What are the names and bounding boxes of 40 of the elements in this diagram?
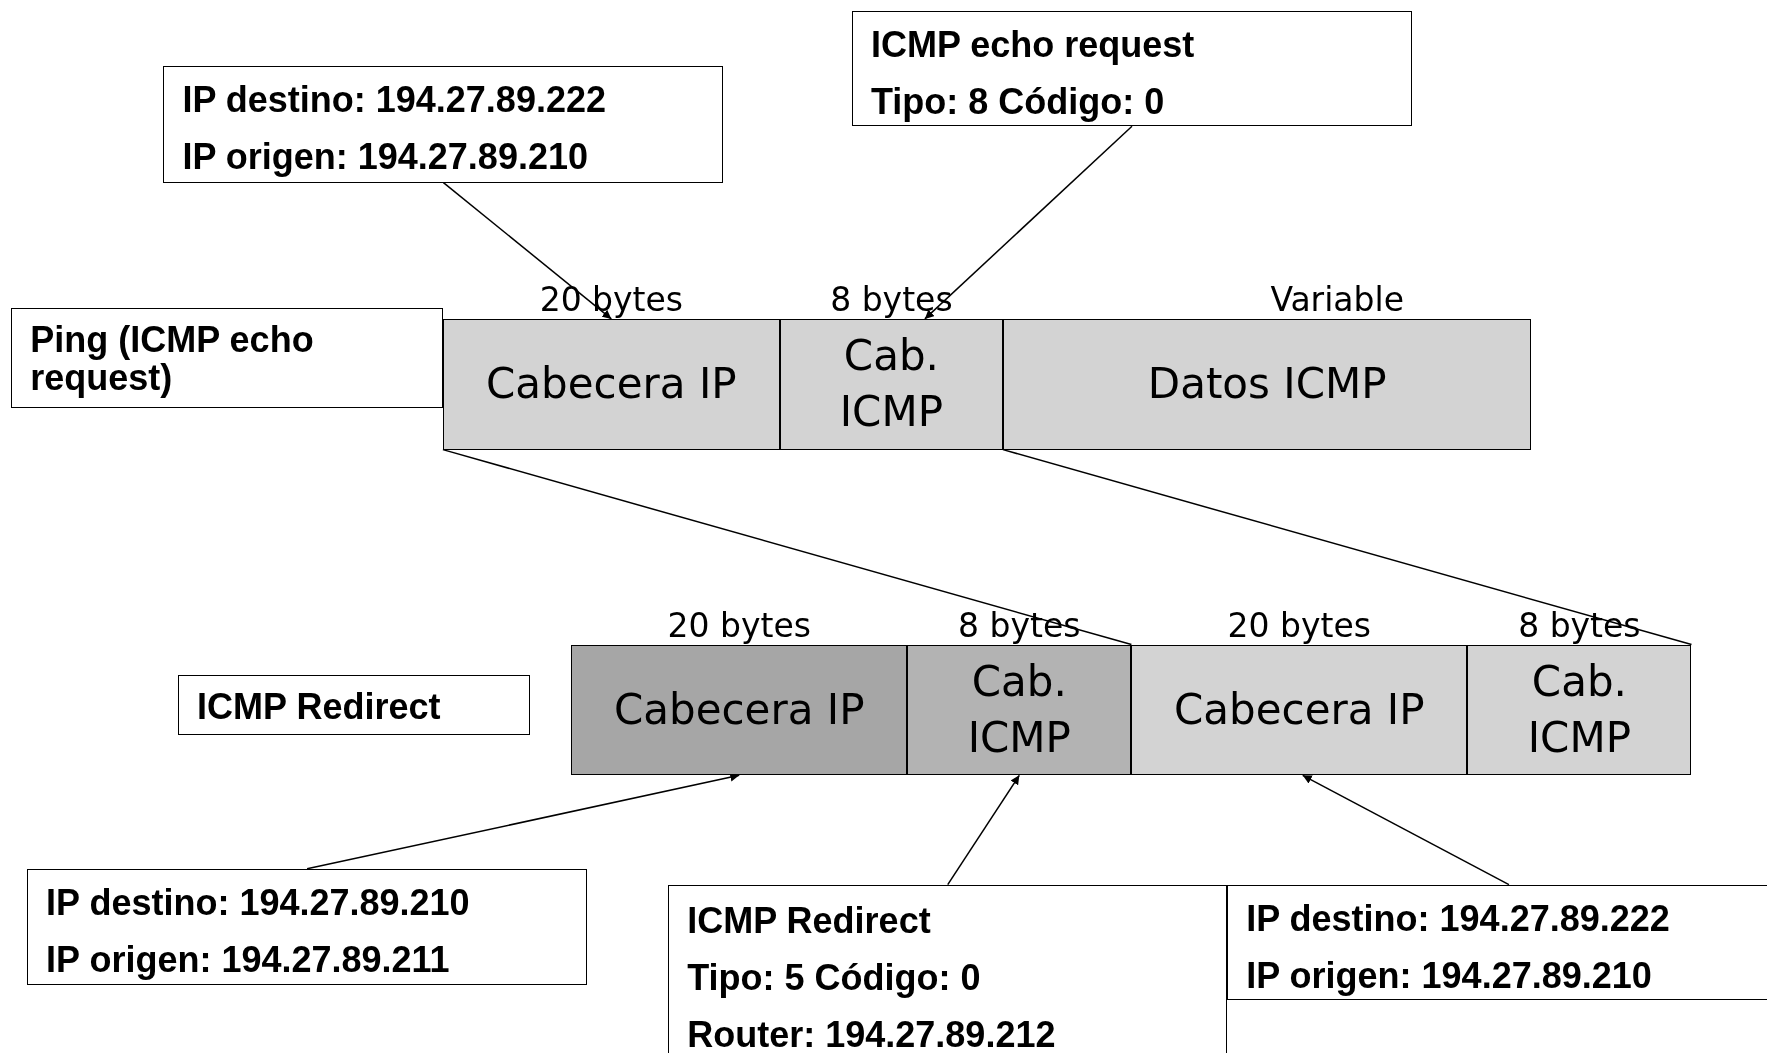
arrow (1301, 774, 1510, 886)
label-text: IP origen: 194.27.89.210 (182, 135, 589, 180)
size-label: 8 bytes (958, 604, 1081, 647)
text-box (27, 868, 588, 985)
arrow (442, 181, 613, 320)
text-box (163, 66, 724, 183)
label-text: Tipo: 8 Código: 0 (870, 80, 1166, 125)
label-text: ICMP Redirect (197, 686, 441, 727)
label-text: IP origen: 194.27.89.210 (1246, 953, 1653, 998)
label-text: IP destino: 194.27.89.222 (182, 78, 607, 123)
text-box (178, 675, 530, 735)
size-label: 20 bytes (1227, 604, 1371, 647)
text-box (11, 307, 443, 408)
label-text: ICMP Redirect (687, 898, 932, 943)
label-text: IP destino: 194.27.89.210 (46, 880, 471, 925)
mapping-line (1002, 448, 1693, 646)
label-text: IP destino: 194.27.89.222 (1246, 896, 1671, 941)
size-label: 8 bytes (830, 278, 953, 321)
field-label: Cabecera IP (613, 683, 865, 736)
field-label: Cabecera IP (1174, 683, 1425, 736)
size-label: 20 bytes (667, 604, 811, 647)
label-text: Router: 194.27.89.212 (687, 1012, 1057, 1053)
label-text: Ping (ICMP echo request) (30, 318, 314, 398)
field-label: Datos ICMP (1147, 358, 1387, 411)
text-box (1227, 884, 1767, 1000)
arrow (947, 774, 1021, 886)
label-text: ICMP echo request (870, 23, 1196, 68)
size-label: 8 bytes (1518, 604, 1641, 647)
label-text: IP origen: 194.27.89.211 (46, 937, 451, 982)
field-label: Cabecera IP (486, 358, 737, 411)
field-label: Cab. ICMP (838, 330, 944, 439)
size-label: 20 bytes (539, 278, 684, 321)
text-box (668, 884, 1228, 1053)
text-box (851, 11, 1412, 127)
field-label: Cab. ICMP (1526, 655, 1632, 764)
mapping-line (442, 448, 1133, 646)
label-text: Tipo: 5 Código: 0 (687, 955, 982, 1000)
field-label: Cab. ICMP (966, 655, 1072, 764)
size-label: Variable (1270, 278, 1404, 321)
arrow (924, 125, 1133, 320)
